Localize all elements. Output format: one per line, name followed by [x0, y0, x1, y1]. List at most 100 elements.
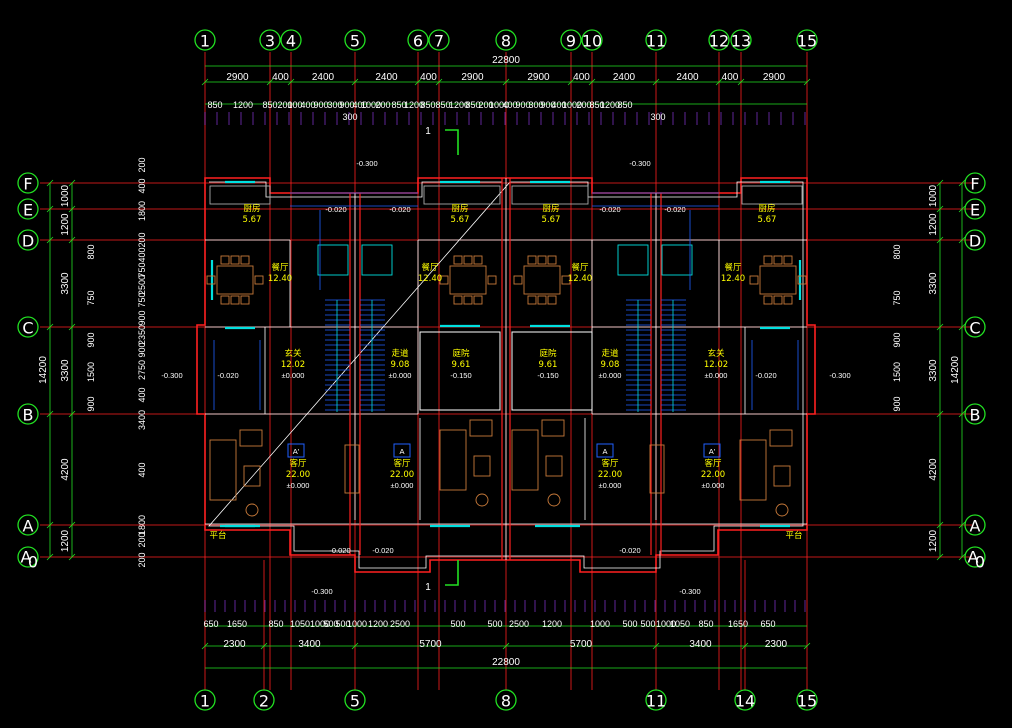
room-name: 客厅	[393, 458, 411, 469]
axis-number: 3	[265, 32, 275, 51]
room-level: ±0.000	[599, 481, 622, 490]
chair	[240, 295, 250, 305]
dim-left-total: 14200	[38, 356, 49, 384]
chair	[763, 295, 773, 305]
axis-bubble	[495, 29, 517, 51]
axis-bubble	[17, 514, 39, 536]
room-area: 9.08	[601, 360, 620, 370]
axis-bubble	[194, 689, 216, 711]
dim-left-inner: 2500	[137, 275, 147, 295]
room-level: ±0.000	[391, 481, 414, 490]
dim-tick	[652, 642, 660, 650]
inner-outline	[208, 181, 804, 569]
room-name: 厨房	[758, 203, 775, 214]
axis-number: 15	[797, 32, 817, 51]
dim-top1: 2400	[613, 72, 636, 83]
axis-bubble	[344, 29, 366, 51]
axis-letter: D	[22, 232, 34, 251]
dim-top2-extra: 300	[342, 112, 357, 122]
dim-top2: 850	[207, 100, 222, 110]
axis-bubble	[253, 689, 275, 711]
dim-right1: 1000	[928, 184, 939, 207]
room-level: ±0.000	[389, 371, 412, 380]
dim-bottom1: 500	[487, 619, 502, 629]
dim-tick	[435, 78, 443, 86]
axis-letter: A	[968, 548, 979, 567]
dim-bottom2: 5700	[570, 639, 593, 650]
dim-bottom2: 3400	[689, 639, 712, 650]
room-area: 5.67	[758, 215, 777, 225]
axis-letter: E	[23, 201, 33, 220]
dim-left1: 3300	[60, 272, 71, 295]
room-area: 22.00	[286, 470, 310, 480]
axis-number: 10	[582, 32, 602, 51]
dim-top2: 850	[420, 100, 435, 110]
axis-bubble	[344, 689, 366, 711]
axis-number: 9	[566, 32, 576, 51]
room-area: 5.67	[451, 215, 470, 225]
dim-tick	[201, 642, 209, 650]
axis-number: 5	[350, 32, 360, 51]
dim-top1: 2900	[461, 72, 484, 83]
axis-letter: A	[21, 548, 32, 567]
chair	[240, 255, 250, 265]
terrace-label: 平台	[209, 530, 226, 541]
dim-tick	[936, 179, 944, 187]
chair	[527, 255, 537, 265]
dim-bottom1: 850	[268, 619, 283, 629]
axis-subscript: 0	[28, 553, 38, 572]
terrace-label: 平台	[785, 530, 802, 541]
axis-letter: E	[970, 201, 980, 220]
dim-tick	[936, 553, 944, 561]
dim-bottom1: 2500	[390, 619, 410, 629]
room-name: 玄关	[707, 348, 725, 359]
dim-right1: 1200	[928, 213, 939, 236]
room-name: 客厅	[601, 458, 619, 469]
dim-left1: 3300	[60, 359, 71, 382]
chair	[439, 275, 449, 285]
dim-top2: 200	[277, 100, 292, 110]
dimension-lines	[46, 65, 966, 669]
axis-bubble	[708, 29, 730, 51]
dim-tick	[68, 521, 76, 529]
coffee-table	[473, 455, 491, 477]
axis-letter: F	[23, 175, 32, 194]
dim-top2: 400	[352, 100, 367, 110]
dim-top2: 300	[528, 100, 543, 110]
axis-bubble	[17, 229, 39, 251]
chair	[220, 295, 230, 305]
dim-top2: 900	[339, 100, 354, 110]
axis-bubble	[428, 29, 450, 51]
side-table	[475, 493, 489, 507]
dim-tick	[46, 179, 54, 187]
dim-tick	[502, 78, 510, 86]
room-level: -0.150	[537, 371, 558, 380]
axis-bubble	[407, 29, 429, 51]
dim-left-inner: 400	[137, 247, 147, 262]
bathroom	[617, 244, 649, 276]
axis-number: 7	[434, 32, 444, 51]
room-area: 22.00	[598, 470, 622, 480]
room-level: -0.150	[450, 371, 471, 380]
sofa	[209, 439, 237, 501]
dim-right1: 3300	[928, 272, 939, 295]
dim-tick	[803, 78, 811, 86]
dim-top1: 2400	[312, 72, 335, 83]
dim-top1: 2900	[763, 72, 786, 83]
dim-right-inner2: 900	[892, 396, 902, 411]
bathroom	[317, 244, 349, 276]
unit-marker	[287, 443, 305, 458]
room-name: 厨房	[542, 203, 559, 214]
chair	[463, 255, 473, 265]
dim-right-inner2: 900	[892, 332, 902, 347]
chair	[473, 255, 483, 265]
dim-tick	[588, 78, 596, 86]
dim-tick	[414, 78, 422, 86]
dim-left-inner2: 800	[86, 244, 96, 259]
dim-left-inner2: 900	[86, 396, 96, 411]
building-walls	[196, 177, 816, 573]
dim-tick	[958, 410, 966, 418]
chair	[537, 255, 547, 265]
chair	[254, 275, 264, 285]
